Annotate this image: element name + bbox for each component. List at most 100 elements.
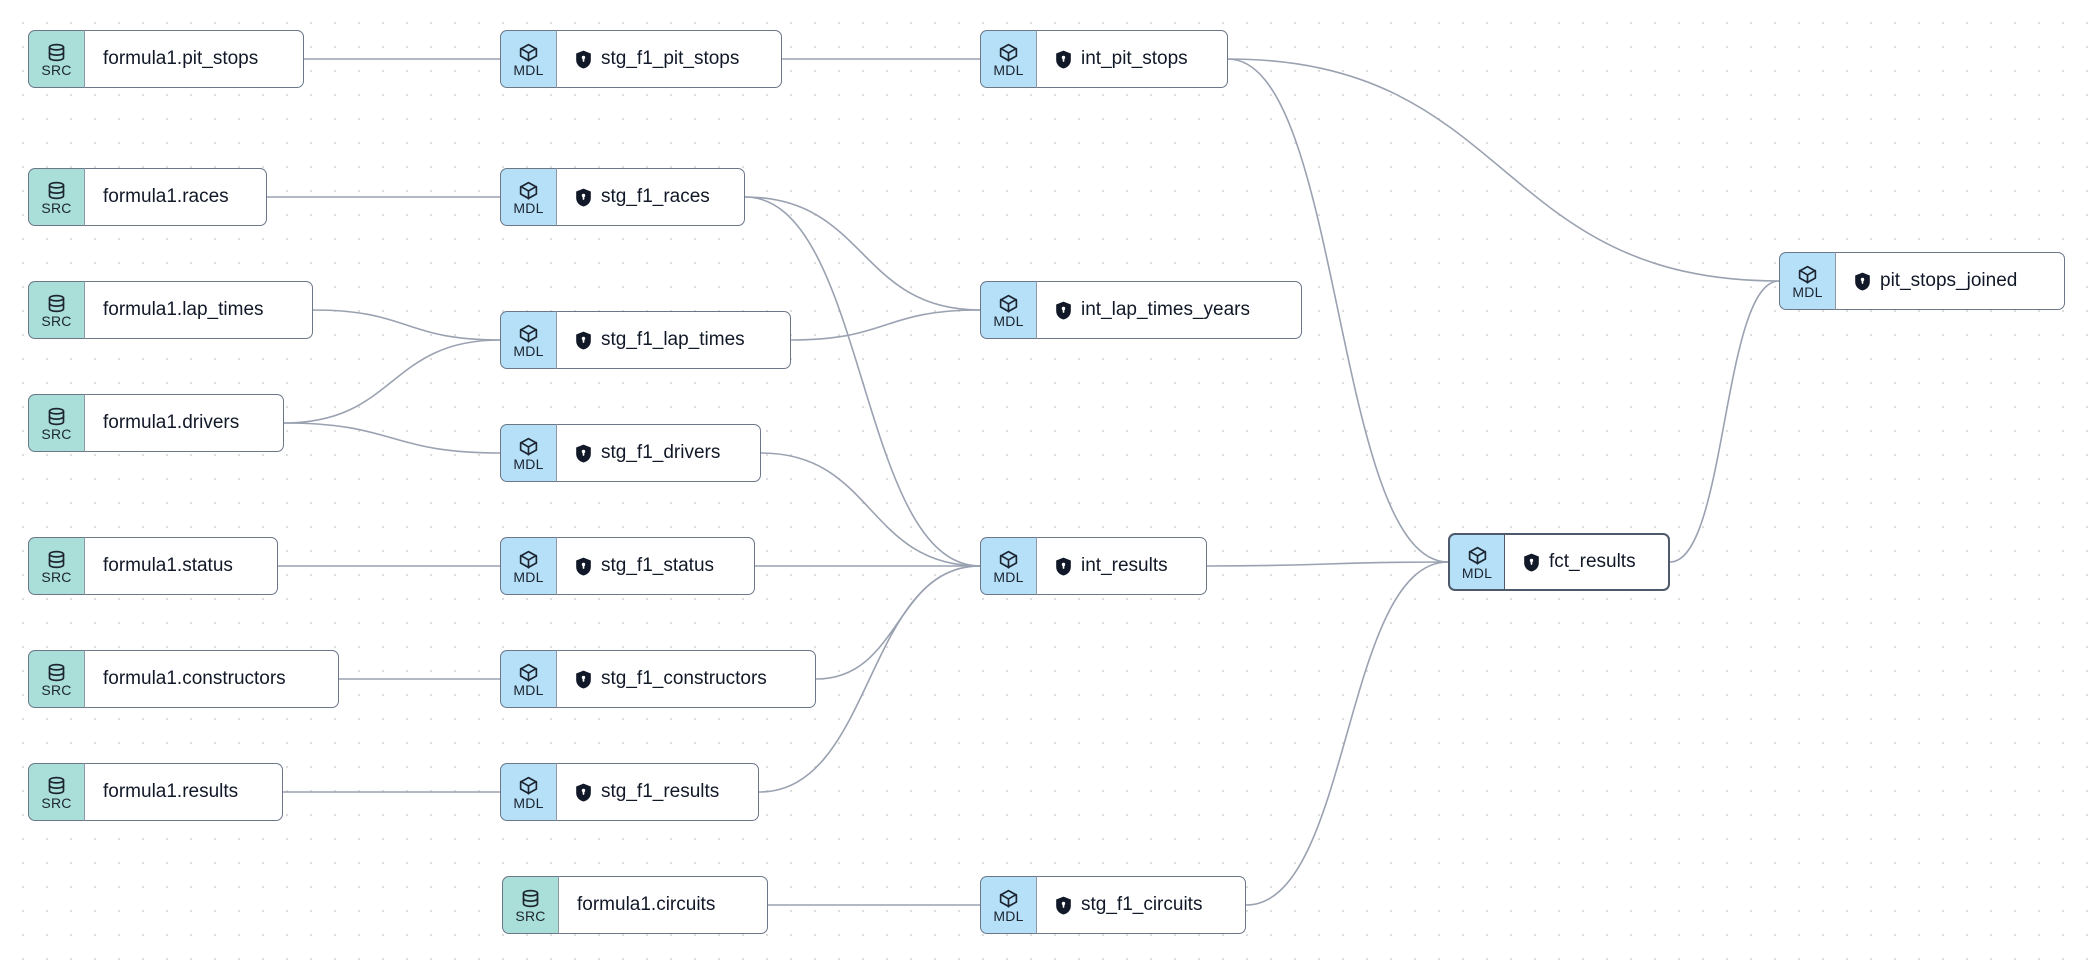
node-label: int_results	[1081, 555, 1168, 576]
node-body[interactable]: formula1.circuits	[558, 876, 768, 934]
node-label: stg_f1_circuits	[1081, 894, 1203, 915]
node-label: formula1.lap_times	[103, 299, 264, 320]
graph-node-stg_races[interactable]: MDL stg_f1_races	[500, 168, 745, 226]
cube-icon	[998, 888, 1019, 908]
node-label: int_pit_stops	[1081, 48, 1188, 69]
node-body[interactable]: stg_f1_lap_times	[556, 311, 791, 369]
node-label: stg_f1_constructors	[601, 668, 767, 689]
node-badge-label: MDL	[513, 794, 544, 811]
shield-icon	[1854, 272, 1871, 291]
node-body[interactable]: formula1.lap_times	[84, 281, 313, 339]
node-label: int_lap_times_years	[1081, 299, 1250, 320]
node-label: formula1.status	[103, 555, 233, 576]
shield-icon	[575, 188, 592, 207]
node-badge-label: MDL	[513, 681, 544, 698]
graph-node-src_drivers[interactable]: SRC formula1.drivers	[28, 394, 284, 452]
node-badge-mdl: MDL	[980, 281, 1036, 339]
database-icon	[46, 406, 67, 426]
node-body[interactable]: formula1.status	[84, 537, 278, 595]
node-body[interactable]: stg_f1_results	[556, 763, 759, 821]
node-body[interactable]: fct_results	[1504, 533, 1670, 591]
node-badge-label: MDL	[993, 312, 1024, 329]
node-badge-mdl: MDL	[1448, 533, 1504, 591]
node-badge-mdl: MDL	[500, 168, 556, 226]
node-body[interactable]: int_results	[1036, 537, 1207, 595]
graph-node-src_lap_times[interactable]: SRC formula1.lap_times	[28, 281, 313, 339]
node-badge-label: MDL	[513, 455, 544, 472]
graph-node-stg_circuits[interactable]: MDL stg_f1_circuits	[980, 876, 1246, 934]
node-label: formula1.races	[103, 186, 229, 207]
node-badge-src: SRC	[28, 168, 84, 226]
shield-icon	[1055, 557, 1072, 576]
node-label: fct_results	[1549, 551, 1636, 572]
shield-icon	[575, 331, 592, 350]
node-badge-mdl: MDL	[1779, 252, 1835, 310]
shield-icon	[1055, 50, 1072, 69]
node-badge-label: SRC	[41, 425, 72, 442]
node-body[interactable]: stg_f1_status	[556, 537, 755, 595]
node-body[interactable]: formula1.pit_stops	[84, 30, 304, 88]
node-badge-label: SRC	[41, 681, 72, 698]
node-body[interactable]: formula1.results	[84, 763, 283, 821]
node-badge-mdl: MDL	[980, 876, 1036, 934]
node-body[interactable]: stg_f1_constructors	[556, 650, 816, 708]
node-body[interactable]: stg_f1_circuits	[1036, 876, 1246, 934]
cube-icon	[998, 293, 1019, 313]
node-label: stg_f1_pit_stops	[601, 48, 740, 69]
database-icon	[46, 42, 67, 62]
node-label: stg_f1_races	[601, 186, 710, 207]
database-icon	[46, 180, 67, 200]
graph-node-src_constructors[interactable]: SRC formula1.constructors	[28, 650, 339, 708]
node-body[interactable]: int_lap_times_years	[1036, 281, 1302, 339]
graph-node-stg_pit_stops[interactable]: MDL stg_f1_pit_stops	[500, 30, 782, 88]
node-body[interactable]: pit_stops_joined	[1835, 252, 2065, 310]
node-badge-label: SRC	[41, 794, 72, 811]
graph-node-stg_constructors[interactable]: MDL stg_f1_constructors	[500, 650, 816, 708]
node-badge-src: SRC	[28, 650, 84, 708]
database-icon	[46, 293, 67, 313]
node-badge-src: SRC	[28, 281, 84, 339]
node-badge-src: SRC	[28, 394, 84, 452]
node-body[interactable]: int_pit_stops	[1036, 30, 1228, 88]
node-badge-label: SRC	[41, 312, 72, 329]
database-icon	[46, 549, 67, 569]
graph-node-stg_results[interactable]: MDL stg_f1_results	[500, 763, 759, 821]
cube-icon	[518, 775, 539, 795]
graph-node-src_races[interactable]: SRC formula1.races	[28, 168, 267, 226]
shield-icon	[575, 444, 592, 463]
graph-node-int_lap_times_years[interactable]: MDL int_lap_times_years	[980, 281, 1302, 339]
node-body[interactable]: stg_f1_pit_stops	[556, 30, 782, 88]
node-badge-mdl: MDL	[500, 650, 556, 708]
node-body[interactable]: stg_f1_races	[556, 168, 745, 226]
graph-node-src_results[interactable]: SRC formula1.results	[28, 763, 283, 821]
node-badge-label: MDL	[513, 199, 544, 216]
node-badge-mdl: MDL	[500, 30, 556, 88]
node-body[interactable]: formula1.drivers	[84, 394, 284, 452]
shield-icon	[575, 557, 592, 576]
graph-node-stg_drivers[interactable]: MDL stg_f1_drivers	[500, 424, 761, 482]
shield-icon	[1523, 553, 1540, 572]
cube-icon	[1467, 545, 1488, 565]
node-badge-label: MDL	[1461, 564, 1493, 581]
shield-icon	[1055, 301, 1072, 320]
node-body[interactable]: stg_f1_drivers	[556, 424, 761, 482]
cube-icon	[518, 42, 539, 62]
node-label: stg_f1_drivers	[601, 442, 721, 463]
node-label: stg_f1_lap_times	[601, 329, 745, 350]
node-body[interactable]: formula1.constructors	[84, 650, 339, 708]
graph-node-fct_results[interactable]: MDL fct_results	[1448, 533, 1670, 591]
node-badge-label: SRC	[41, 199, 72, 216]
node-body[interactable]: formula1.races	[84, 168, 267, 226]
shield-icon	[1055, 896, 1072, 915]
database-icon	[520, 888, 541, 908]
